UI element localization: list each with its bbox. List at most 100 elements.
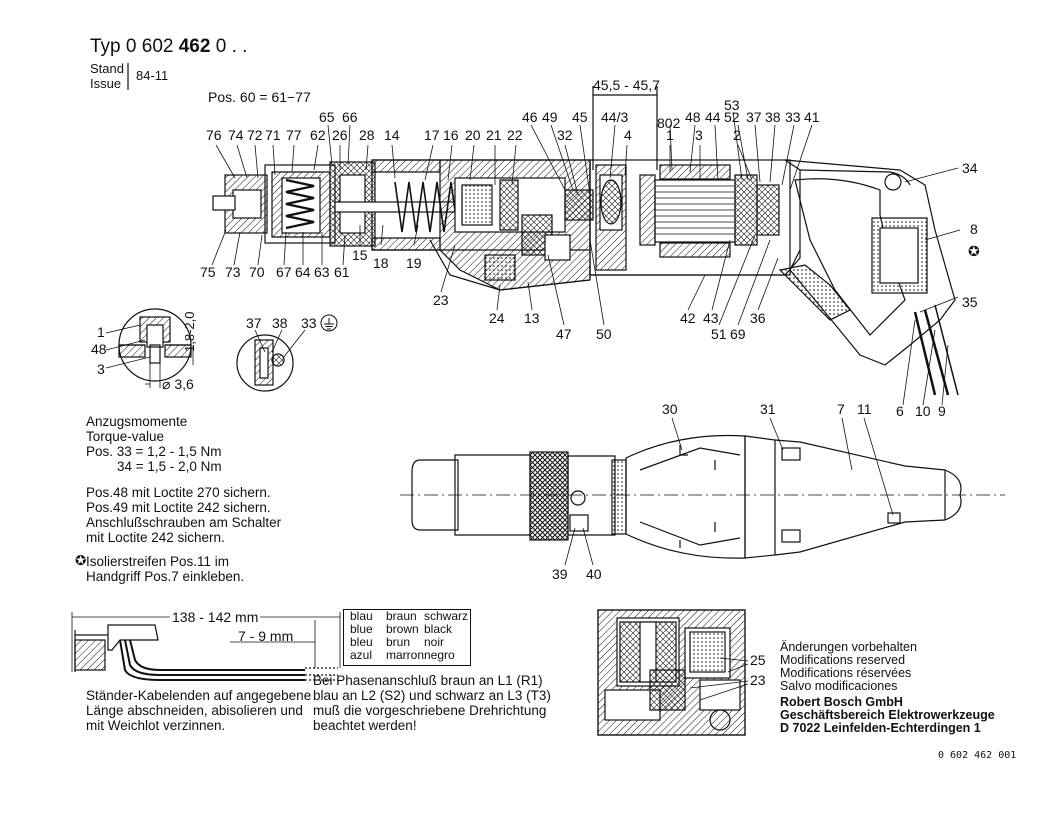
callout-47: 47	[556, 326, 572, 342]
callout-3: 3	[695, 127, 703, 143]
callout-51: 51	[711, 326, 727, 342]
modifications-es: Salvo modificaciones	[780, 679, 898, 693]
modifications-de: Änderungen vorbehalten	[780, 640, 917, 654]
company-name: Robert Bosch GmbH	[780, 695, 903, 709]
issue-label: Issue	[90, 76, 122, 91]
color-cell: marron	[386, 648, 425, 662]
drawing-title: Typ 0 602 462 0 . .	[90, 36, 248, 58]
callout-14: 14	[384, 127, 400, 143]
color-cell: negro	[424, 648, 455, 662]
color-cell: braun	[386, 609, 417, 623]
callout-24: 24	[489, 310, 505, 326]
modifications-en: Modifications reserved	[780, 653, 906, 667]
callout-36: 36	[750, 310, 766, 326]
callout-28: 28	[359, 127, 375, 143]
detail-dim-diameter: ⌀ 3,6	[162, 376, 194, 392]
color-cell: brun	[386, 635, 411, 649]
callout-48: 48	[685, 109, 701, 125]
cable-text-2: Länge abschneiden, abisolieren und	[86, 703, 303, 718]
callout-73: 73	[225, 264, 241, 280]
stand-label: Stand	[90, 61, 124, 76]
callout-26: 26	[332, 127, 348, 143]
callout-44-3: 44/3	[601, 109, 629, 125]
callout-33: 33	[785, 109, 801, 125]
cable-text-3: mit Weichlot verzinnen.	[86, 718, 226, 733]
company-address: D 7022 Leinfelden-Echterdingen 1	[780, 721, 981, 735]
callout-2: 2	[733, 127, 741, 143]
callout-10: 10	[915, 403, 931, 419]
phase-text-1: Bei Phasenanschluß braun an L1 (R1)	[313, 673, 543, 688]
color-row-es: azul marron negro	[344, 649, 470, 662]
callout-23: 23	[433, 292, 449, 308]
insulation-line-2: Handgriff Pos.7 einkleben.	[86, 569, 245, 584]
callout-67: 67	[276, 264, 292, 280]
callout-61: 61	[334, 264, 350, 280]
callout-75: 75	[200, 264, 216, 280]
callout-72: 72	[247, 127, 263, 143]
company-division: Geschäftsbereich Elektrowerkzeuge	[780, 708, 995, 722]
callout-18: 18	[373, 255, 389, 271]
torque-pos34: 34 = 1,5 - 2,0 Nm	[117, 459, 222, 474]
modifications-fr: Modifications réservées	[780, 666, 912, 680]
callout-34: 34	[962, 160, 978, 176]
color-cell: azul	[350, 648, 373, 662]
callout-1: 1	[666, 127, 674, 143]
callout-35: 35	[962, 294, 978, 310]
detail-callout-1: 1	[97, 324, 105, 340]
callout-38: 38	[765, 109, 781, 125]
phase-text-3: muß die vorgeschriebene Drehrichtung	[313, 703, 547, 718]
exterior-callout-7: 7	[837, 401, 845, 417]
loctite-line-1: Pos.48 mit Loctite 270 sichern.	[86, 485, 271, 500]
callout-65: 65	[319, 109, 335, 125]
exterior-callout-30: 30	[662, 401, 678, 417]
callout-802: 802	[657, 115, 681, 131]
color-row-de: blau braun schwarz	[344, 610, 470, 623]
loctite-line-3: Anschlußschrauben am Schalter	[86, 515, 282, 530]
cable-dim-strip: 7 - 9 mm	[238, 628, 294, 644]
color-cell: black	[424, 622, 453, 636]
color-row-fr: bleu brun noir	[344, 636, 470, 649]
callout-22: 22	[507, 127, 523, 143]
torque-title-de: Anzugsmomente	[86, 414, 188, 429]
section-callout-23: 23	[750, 672, 766, 688]
callout-62: 62	[310, 127, 326, 143]
callout-41: 41	[804, 109, 820, 125]
title-suffix: 0 . .	[215, 36, 248, 57]
cable-dim-length: 138 - 142 mm	[170, 609, 261, 626]
callout-53: 53	[724, 97, 740, 113]
callout-8: 8	[970, 221, 978, 237]
ground-callout-33: 33	[301, 315, 317, 331]
detail-callout-3: 3	[97, 361, 105, 377]
exterior-callout-11: 11	[857, 401, 872, 417]
exterior-callout-39: 39	[552, 566, 568, 582]
color-cell: noir	[424, 635, 445, 649]
callout-52: 52	[724, 109, 740, 125]
callout-74: 74	[228, 127, 244, 143]
phase-text-4: beachtet werden!	[313, 718, 417, 733]
callout-37: 37	[746, 109, 762, 125]
callout-20: 20	[465, 127, 481, 143]
callout-69: 69	[730, 326, 746, 342]
callout-42: 42	[680, 310, 696, 326]
position-note: Pos. 60 = 61−77	[208, 89, 311, 105]
callout-19: 19	[406, 255, 422, 271]
insulation-line-1: Isolierstreifen Pos.11 im	[86, 554, 230, 569]
color-cell: blau	[350, 609, 373, 623]
star-icon: ✪	[968, 243, 980, 259]
issue-date: 84-11	[136, 68, 169, 83]
dimension-top: 45,5 - 45,7	[593, 77, 660, 93]
loctite-line-4: mit Loctite 242 sichern.	[86, 530, 225, 545]
callout-17: 17	[424, 127, 440, 143]
callout-77: 77	[286, 127, 302, 143]
color-row-en: blue brown black	[344, 623, 470, 636]
torque-pos33: Pos. 33 = 1,2 - 1,5 Nm	[86, 444, 222, 459]
exterior-callout-40: 40	[586, 566, 602, 582]
callout-50: 50	[596, 326, 612, 342]
section-callout-25: 25	[750, 652, 766, 668]
callout-71: 71	[265, 127, 281, 143]
document-number: 0 602 462 001	[938, 750, 1017, 761]
callout-70: 70	[249, 264, 265, 280]
callout-76: 76	[206, 127, 222, 143]
callout-44: 44	[705, 109, 721, 125]
color-cell: blue	[350, 622, 373, 636]
